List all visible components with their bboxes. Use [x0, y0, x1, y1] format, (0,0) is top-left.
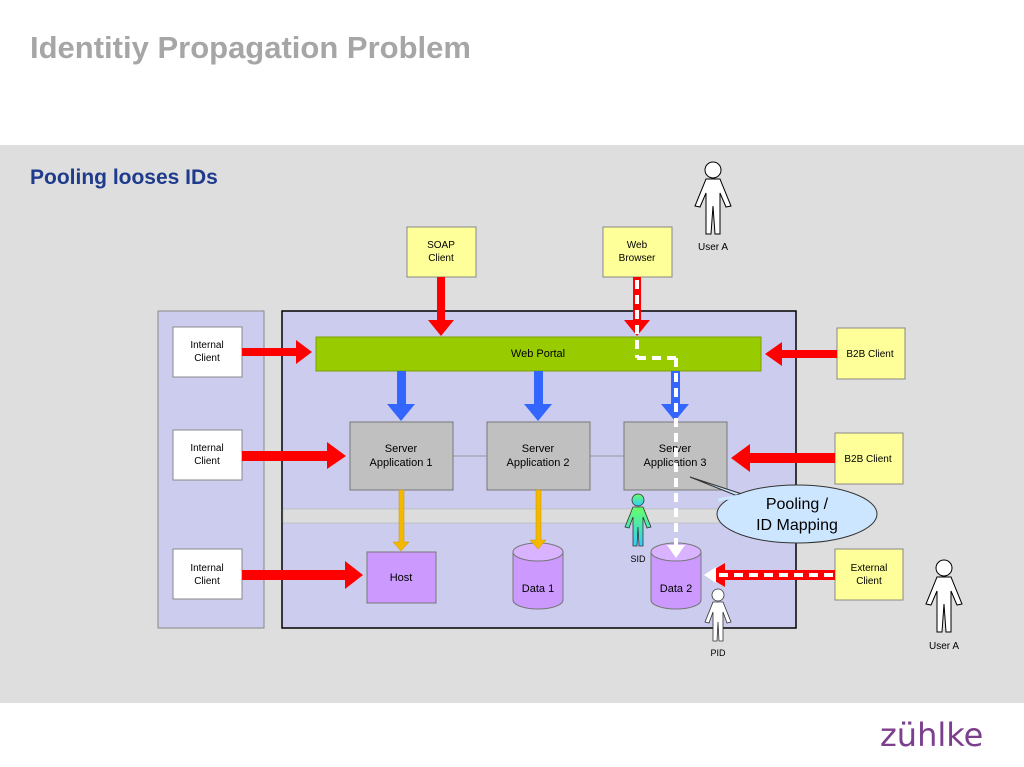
- arrow-internal1-to-portal: [242, 340, 312, 364]
- identity-dash-path: [635, 280, 833, 577]
- user-bottom-icon: [925, 559, 963, 633]
- arrow-server2-to-data1: [529, 489, 547, 550]
- arrow-soap-to-portal: [428, 277, 454, 336]
- identity-arrowhead-data2: [667, 545, 685, 558]
- arrow-portal-to-server2: [524, 371, 552, 421]
- host[interactable]: [366, 551, 437, 604]
- external-client[interactable]: [834, 548, 904, 601]
- b2b-client-2-label: B2B Client: [844, 454, 891, 465]
- web-portal-label: Web Portal: [511, 348, 565, 360]
- data-2-cylinder[interactable]: [650, 542, 702, 610]
- identity-arrowhead-external: [704, 567, 716, 583]
- web-portal[interactable]: [315, 336, 762, 372]
- arrow-b2b1-to-portal: [765, 342, 837, 366]
- orange-arrows: [392, 489, 547, 552]
- internal-client-1[interactable]: [172, 326, 243, 378]
- b2b-client-1-label: B2B Client: [846, 349, 893, 360]
- arrow-browser-to-portal: [624, 277, 650, 336]
- arrow-server1-to-host: [392, 489, 410, 552]
- arrow-internal3-to-host: [242, 561, 363, 589]
- pid-label: PID: [710, 648, 726, 658]
- server-application-1[interactable]: [349, 421, 454, 491]
- soap-client[interactable]: [406, 226, 477, 278]
- internal-client-2[interactable]: [172, 429, 243, 481]
- user-top-icon: [694, 161, 732, 235]
- user-top-label: User A: [698, 242, 728, 253]
- diagram-subtitle: Pooling looses IDs: [30, 166, 218, 189]
- b2b-client-1[interactable]: [836, 327, 906, 380]
- internal-client-3[interactable]: [172, 548, 243, 600]
- page-title: Identitiy Propagation Problem: [30, 30, 471, 65]
- callout-label: Pooling /ID Mapping: [756, 496, 838, 534]
- pid-user-icon: [704, 588, 732, 642]
- server-application-2[interactable]: [486, 421, 591, 491]
- arrow-portal-to-server1: [387, 371, 415, 421]
- arrow-b2b2-to-server3: [731, 444, 835, 472]
- host-label: Host: [390, 572, 413, 584]
- zuhlke-logo: zühlke: [880, 716, 984, 754]
- web-browser[interactable]: [602, 226, 673, 278]
- data-1-label: Data 1: [522, 583, 554, 595]
- user-bottom-label: User A: [929, 641, 959, 652]
- arrow-internal2-to-server1: [242, 442, 346, 469]
- sid-label: SID: [630, 554, 646, 564]
- sid-user-icon: [624, 493, 652, 547]
- data-2-label: Data 2: [660, 583, 692, 595]
- pooling-callout: [689, 476, 878, 544]
- data-1-cylinder[interactable]: [512, 542, 564, 610]
